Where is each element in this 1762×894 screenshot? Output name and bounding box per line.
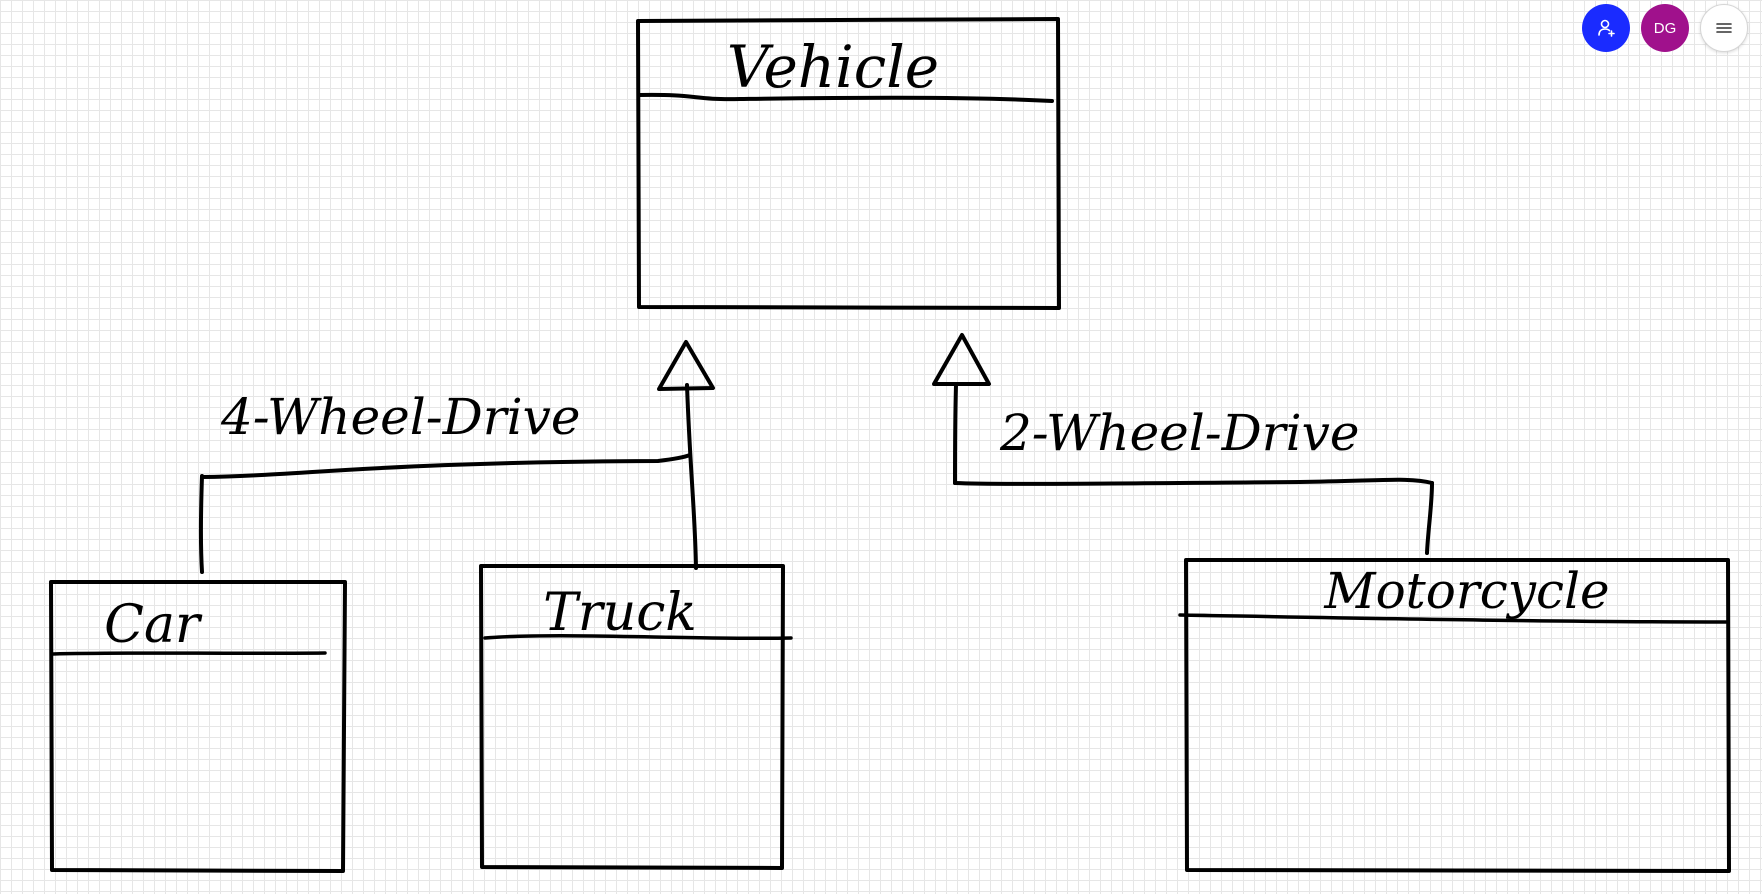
label-four-wheel-drive: 4-Wheel-Drive bbox=[220, 388, 580, 446]
class-box-truck[interactable]: Truck bbox=[479, 564, 793, 870]
generalization-arrow-left bbox=[657, 340, 715, 391]
person-add-icon bbox=[1598, 19, 1615, 37]
class-name-car: Car bbox=[104, 595, 203, 655]
label-two-wheel-drive: 2-Wheel-Drive bbox=[999, 404, 1359, 462]
inheritance-connector-four-wheel bbox=[198, 340, 715, 574]
class-name-vehicle: Vehicle bbox=[727, 33, 939, 101]
class-name-motorcycle: Motorcycle bbox=[1323, 562, 1609, 620]
generalization-arrow-right bbox=[932, 333, 991, 386]
share-button[interactable] bbox=[1582, 4, 1630, 52]
menu-button[interactable] bbox=[1700, 4, 1748, 52]
user-initials: DG bbox=[1653, 19, 1677, 37]
hamburger-menu-icon bbox=[1716, 23, 1732, 33]
class-box-motorcycle[interactable]: Motorcycle bbox=[1178, 558, 1731, 873]
user-avatar[interactable]: DG bbox=[1641, 4, 1689, 52]
class-box-vehicle[interactable]: Vehicle bbox=[636, 17, 1061, 310]
inheritance-connector-two-wheel bbox=[932, 333, 1434, 555]
top-right-controls: DG bbox=[1582, 4, 1748, 52]
class-box-car[interactable]: Car bbox=[49, 580, 347, 873]
class-name-truck: Truck bbox=[543, 583, 697, 643]
